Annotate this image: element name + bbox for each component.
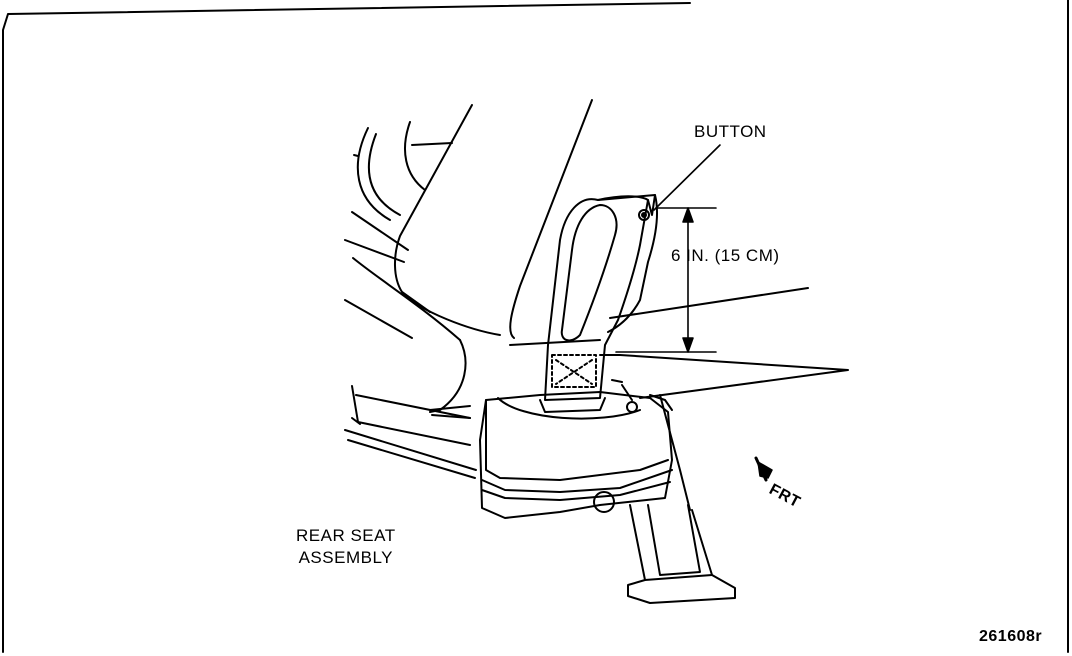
rear-seat-assembly-label: REAR SEAT ASSEMBLY: [296, 525, 396, 569]
button-callout: [638, 144, 721, 221]
dimension-indicator: [615, 207, 717, 353]
rear-seat-label-line1: REAR SEAT: [296, 526, 396, 545]
rear-seat-label-line2: ASSEMBLY: [298, 548, 393, 567]
seat-belt-buckle-housing: [479, 379, 673, 519]
button-label: BUTTON: [694, 122, 767, 141]
front-direction-arrow-icon: [754, 456, 773, 482]
figure-number: 261608r: [979, 628, 1043, 645]
seat-belt-strap: [544, 194, 658, 401]
seat-support-bracket: [627, 394, 736, 604]
rear-seat-assembly: [344, 99, 849, 479]
dimension-label: 6 IN. (15 CM): [671, 246, 780, 265]
